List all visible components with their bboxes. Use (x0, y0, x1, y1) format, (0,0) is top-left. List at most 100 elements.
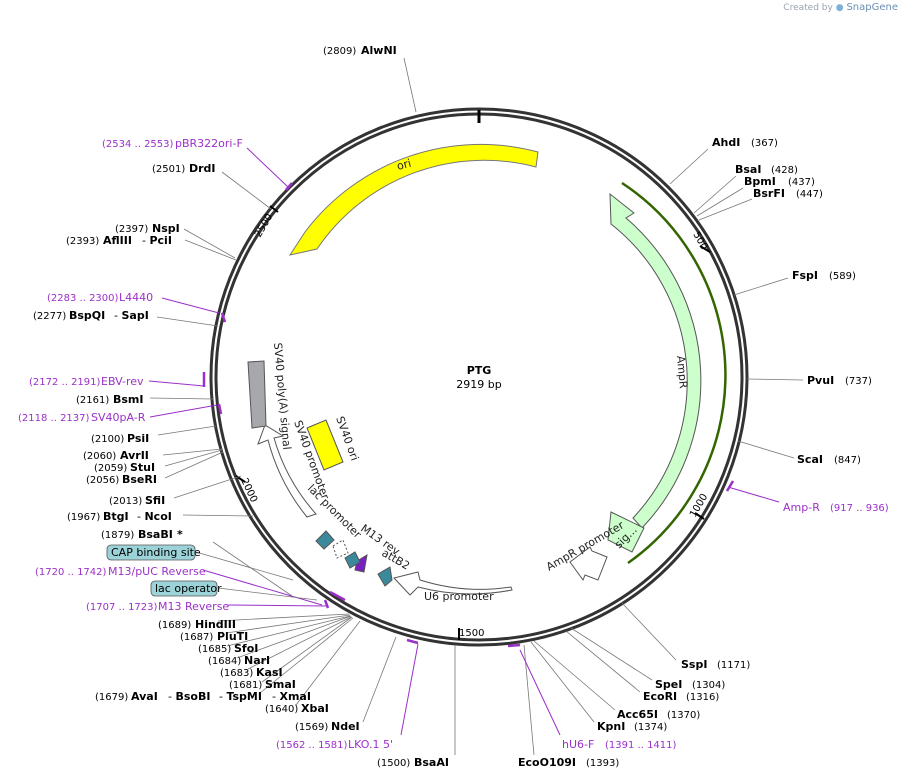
site-pos: (2056) (86, 475, 119, 486)
site-pos: (1689) (158, 620, 191, 631)
site-acc65i[interactable]: Acc65I(1370) (617, 708, 700, 721)
primer-range: (1707 .. 1723) (86, 602, 158, 613)
site-pos: (1967) (67, 512, 100, 523)
site-pos: (1374) (634, 722, 667, 733)
site-ecori[interactable]: EcoRI (1316) (643, 690, 719, 703)
site-ahdi[interactable]: AhdI(367) (712, 136, 778, 149)
site-name: SpeI (655, 678, 682, 691)
site-name: SfoI (234, 642, 258, 655)
site-name: KpnI (597, 720, 625, 733)
primer-hu6-f[interactable]: hU6-F(1391 .. 1411) (562, 738, 677, 751)
primer-range: (2118 .. 2137) (18, 413, 90, 424)
site-name: KasI (256, 666, 283, 679)
site-pos: (2013) (109, 496, 142, 507)
feature-lac-boxes[interactable] (315, 530, 361, 569)
site-bsabi[interactable]: (1879)BsaBI* (101, 528, 183, 541)
site-bsaai[interactable]: (1500) BsaAI (377, 756, 449, 769)
site-sfoi[interactable]: (1685)SfoI (198, 642, 258, 655)
site-afliii[interactable]: (2393)AflIII (66, 234, 132, 247)
primer-pbr322ori-f[interactable]: (2534 .. 2553)pBR322ori-F (102, 137, 243, 150)
site-sspi[interactable]: SspI(1171) (681, 658, 750, 671)
site-pos: (589) (829, 271, 856, 282)
primer-m13-reverse[interactable]: (1707 .. 1723)M13 Reverse (86, 600, 229, 613)
site-sfii[interactable]: (2013)SfiI (109, 494, 165, 507)
site-extra-pcii: - PciI (142, 234, 172, 247)
feature-sig[interactable]: sig... (607, 511, 645, 553)
site-alwni[interactable]: (2809)AlwNI (323, 44, 397, 57)
site-name: HindIII (195, 618, 236, 631)
feature-u6-promoter[interactable]: U6 promoter (393, 571, 513, 603)
site-name: BspQI (69, 309, 105, 322)
feature-m13rev-label: M13 rev (358, 522, 402, 558)
site-smai[interactable]: (1681)SmaI (229, 678, 296, 691)
primer-l4440[interactable]: (2283 .. 2300)L4440 (47, 291, 153, 304)
site-name: BsrFI (753, 187, 785, 200)
boxed-lac-operator[interactable]: lac operator (150, 580, 318, 601)
site-name: BsaBI (138, 528, 173, 541)
site-pos: (1304) (692, 680, 725, 691)
site-pos: (1687) (180, 632, 213, 643)
primer-sv40pa-r[interactable]: (2118 .. 2137)SV40pA-R (18, 411, 146, 424)
site-stui[interactable]: (2059)StuI (94, 461, 155, 474)
site-bsai[interactable]: BsaI (428) (735, 163, 798, 176)
site-name: NdeI (331, 720, 360, 733)
site-name: ScaI (797, 453, 823, 466)
site-hindiii[interactable]: (1689) HindIII (158, 618, 236, 631)
site-drdi[interactable]: (2501)DrdI (152, 162, 216, 175)
site-nari[interactable]: (1684)NarI (208, 654, 270, 667)
site-pos: (1316) (686, 692, 719, 703)
site-name: BtgI (103, 510, 129, 523)
site-pos: (1640) (265, 704, 298, 715)
site-pos: (428) (771, 165, 798, 176)
credit-brand: SnapGene (846, 2, 898, 13)
primer-name: SV40pA-R (91, 411, 146, 424)
site-bpmi[interactable]: BpmI(437) (744, 175, 815, 188)
site-extra-xmai: - XmaI (272, 690, 311, 703)
lac-operator-label: lac operator (155, 582, 222, 595)
site-pvui[interactable]: PvuI(737) (807, 374, 872, 387)
site-avai[interactable]: (1679)AvaI (95, 690, 158, 703)
site-name: BsaI (735, 163, 761, 176)
site-spei[interactable]: SpeI (1304) (655, 678, 725, 691)
site-bspqi[interactable]: (2277)BspQI (33, 309, 105, 322)
feature-ampr[interactable]: AmpR (609, 181, 727, 565)
site-fspi[interactable]: FspI(589) (792, 269, 856, 282)
site-name: BseRI (122, 473, 157, 486)
site-bsmi[interactable]: (2161)BsmI (76, 393, 144, 406)
site-extra-tspmi: - TspMI (219, 690, 262, 703)
site-name: EcoO109I (518, 756, 576, 769)
site-name: EcoRI (643, 690, 677, 703)
site-ecoo109i[interactable]: EcoO109I(1393) (518, 756, 619, 769)
primer-lko1-5[interactable]: (1562 .. 1581)LKO.1 5' (276, 738, 393, 751)
site-avrii[interactable]: (2060)AvrII (83, 449, 149, 462)
primer-labels: (2534 .. 2553)pBR322ori-F (2283 .. 2300)… (18, 137, 889, 751)
site-name: PvuI (807, 374, 834, 387)
feature-ori[interactable]: ori (288, 143, 539, 256)
site-kasi[interactable]: (1683)KasI (220, 666, 283, 679)
site-bseri[interactable]: (2056)BseRI (86, 473, 157, 486)
site-name: SfiI (145, 494, 165, 507)
site-pos: (1500) (377, 758, 410, 769)
primer-m13-puc-reverse[interactable]: (1720 .. 1742)M13/pUC Reverse (35, 565, 206, 578)
site-name: NarI (244, 654, 270, 667)
primer-ebv-rev[interactable]: (2172 .. 2191)EBV-rev (29, 375, 144, 388)
site-name: BsaAI (414, 756, 449, 769)
feature-ampr-promoter[interactable]: AmpR promoter (544, 518, 627, 582)
site-nspi[interactable]: (2397)NspI (115, 222, 180, 235)
site-scai[interactable]: ScaI(847) (797, 453, 861, 466)
primer-amp-r[interactable]: Amp-R(917 .. 936) (783, 501, 889, 514)
site-pluti[interactable]: (1687)PluTI (180, 630, 248, 643)
site-pos: (2100) (91, 434, 124, 445)
site-bsrfi[interactable]: BsrFI(447) (753, 187, 823, 200)
primer-name: Amp-R (783, 501, 820, 514)
site-psii[interactable]: (2100)PsiI (91, 432, 149, 445)
site-name: PsiI (127, 432, 149, 445)
site-kpni[interactable]: KpnI (1374) (597, 720, 667, 733)
site-name: BsmI (113, 393, 144, 406)
site-xbai[interactable]: (1640)XbaI (265, 702, 329, 715)
site-btgi[interactable]: (1967)BtgI (67, 510, 129, 523)
site-ndei[interactable]: (1569)NdeI (295, 720, 360, 733)
site-name: SmaI (265, 678, 296, 691)
site-pos: (1683) (220, 668, 253, 679)
boxed-cap-binding-site[interactable]: CAP binding site (106, 544, 294, 581)
